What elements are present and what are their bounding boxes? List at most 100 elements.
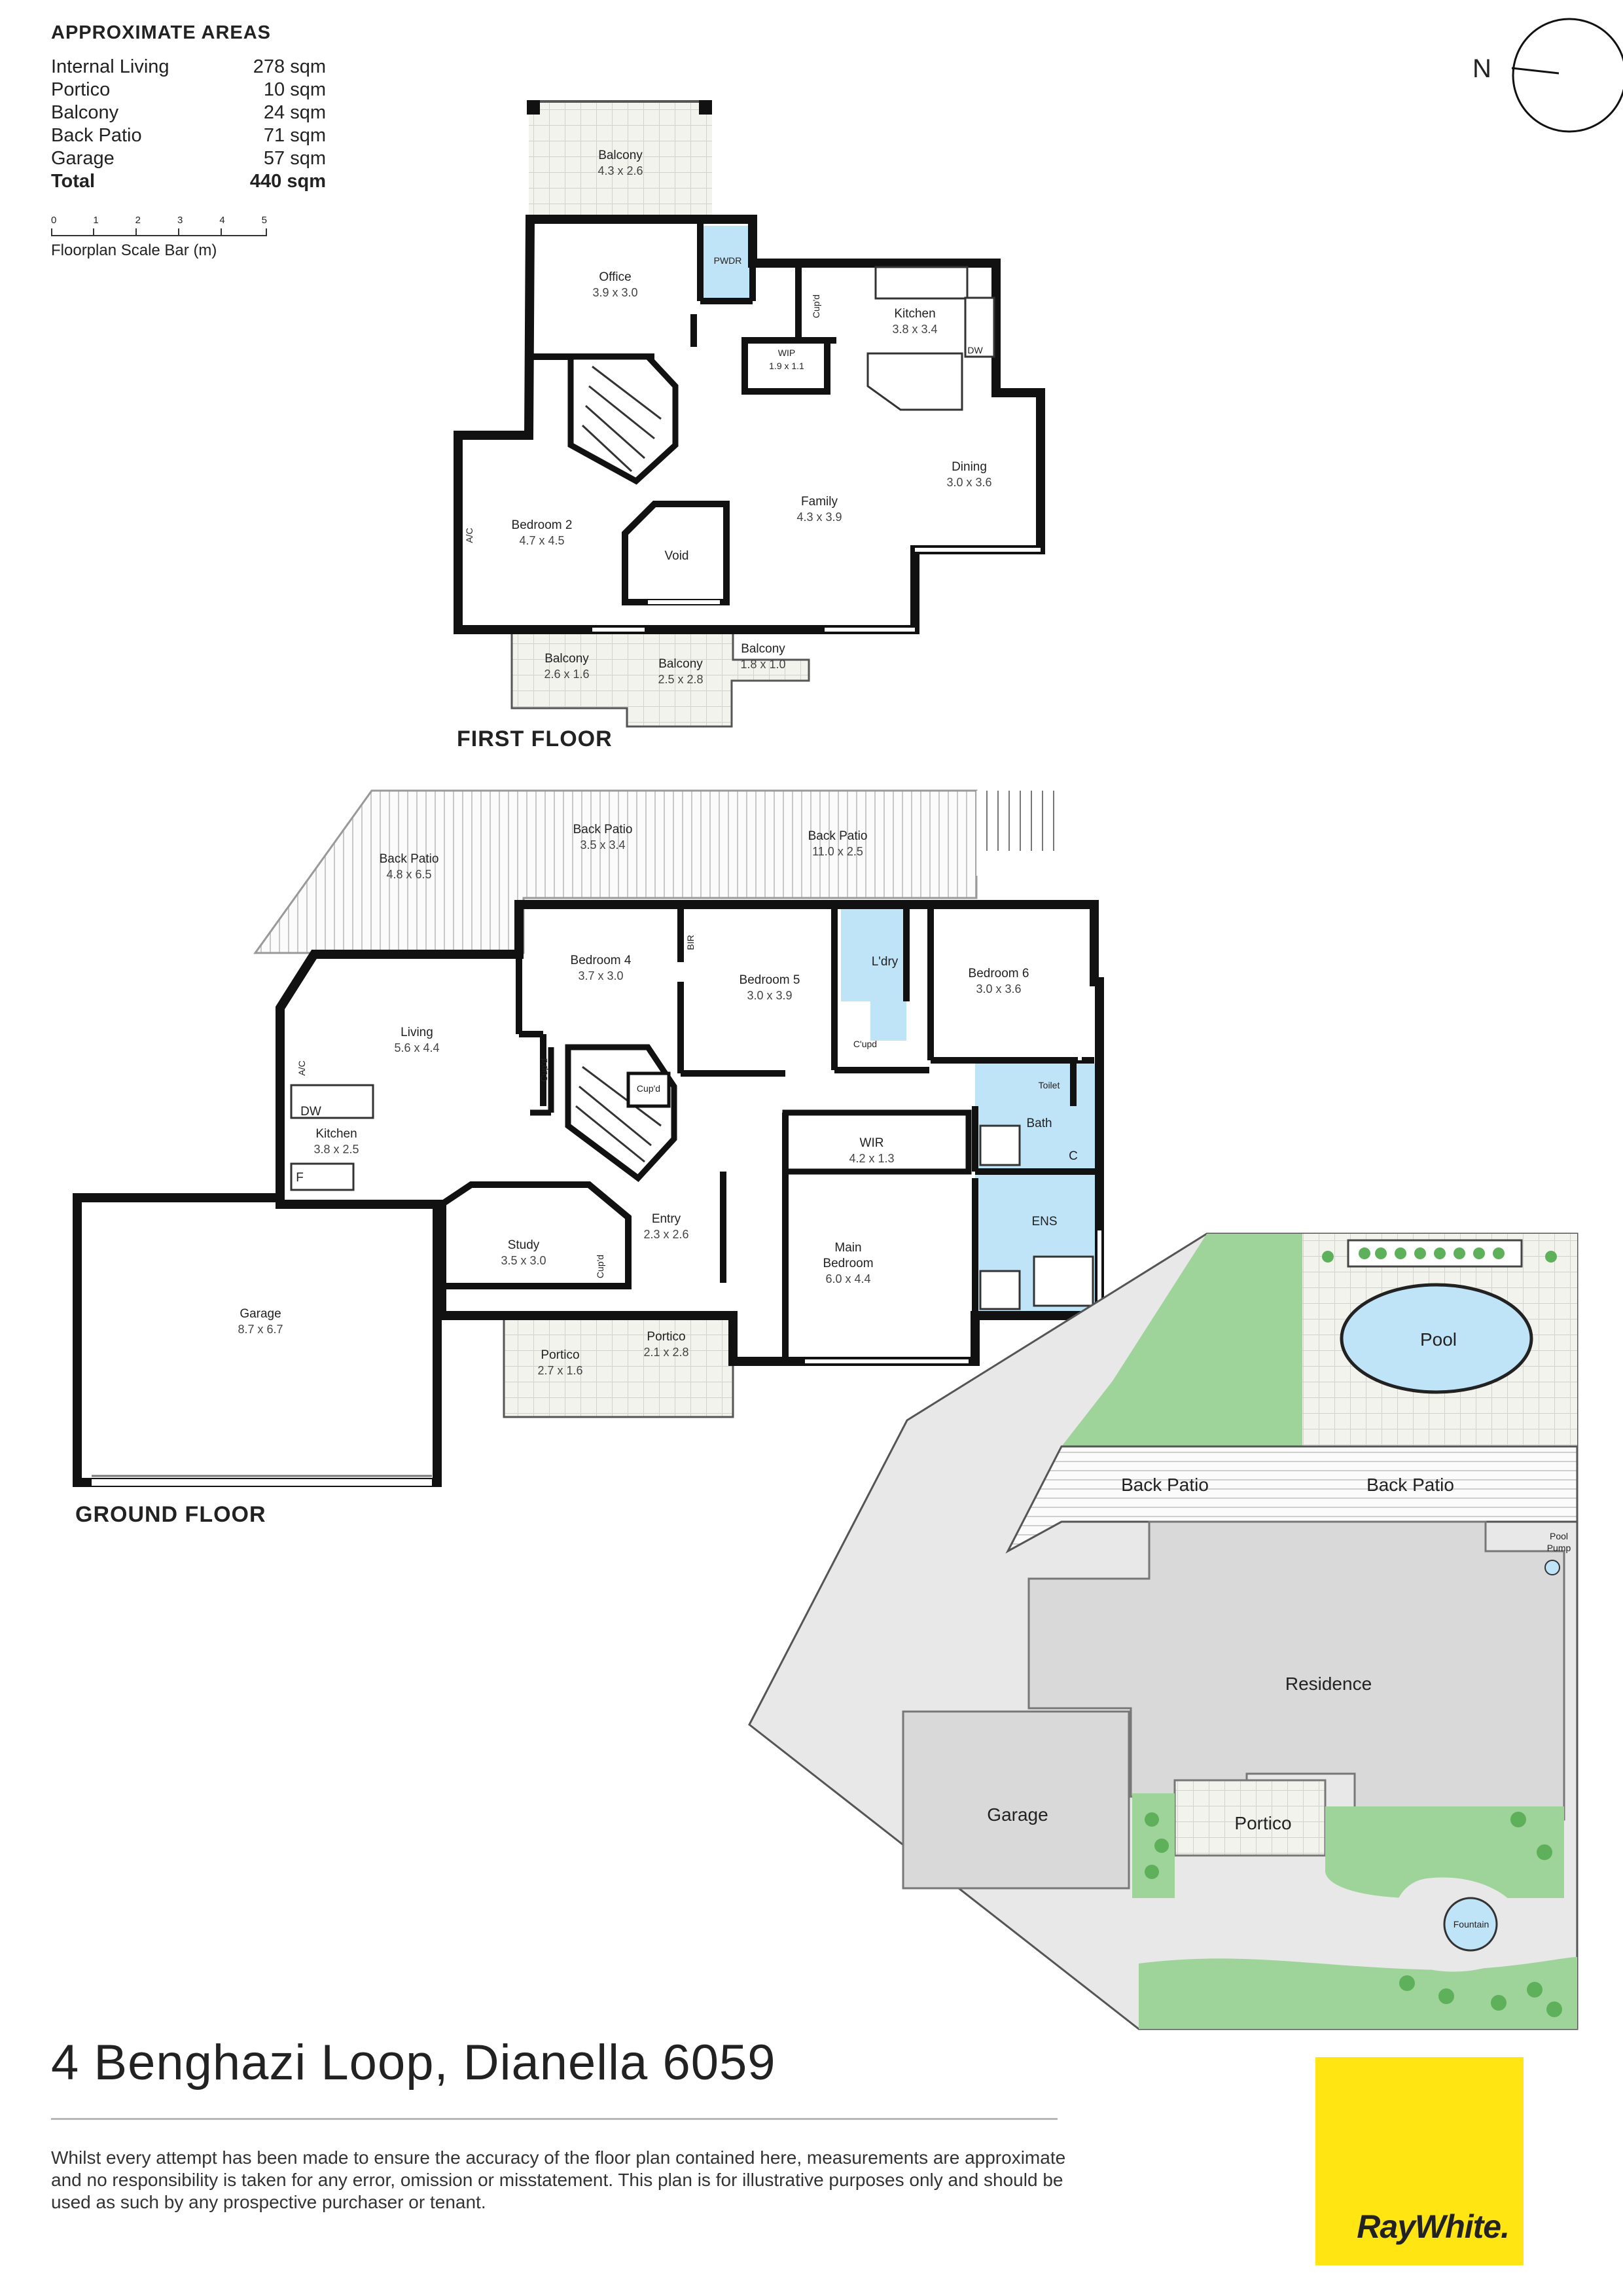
room-label: Study: [508, 1238, 540, 1252]
room-label: DW: [967, 345, 983, 355]
room-label: Void: [665, 549, 689, 563]
room-dims: 3.0 x 3.6: [946, 476, 991, 489]
property-address: 4 Benghazi Loop, Dianella 6059: [51, 2035, 776, 2090]
room-label: Bedroom 4: [571, 954, 632, 967]
room-label: Balcony: [598, 149, 643, 162]
room-label: WIP: [778, 348, 795, 358]
room-label: Bedroom 5: [740, 973, 800, 987]
room-label: Family: [801, 495, 838, 509]
ground-floor-plan: Back Patio 4.8 x 6.5 Back Patio 3.5 x 3.…: [73, 789, 1104, 1527]
room-label: Kitchen: [894, 307, 935, 321]
site-label: Residence: [1285, 1674, 1372, 1694]
room-label: A/C: [296, 1060, 307, 1075]
room-label: Office: [599, 270, 631, 284]
room-dims: 4.2 x 1.3: [849, 1152, 894, 1165]
room-label: BIR: [685, 935, 696, 950]
room-label: C: [1069, 1149, 1078, 1163]
room-label: Cup'd: [811, 295, 821, 318]
room-label: Kitchen: [315, 1127, 357, 1141]
room-label: Back Patio: [808, 829, 868, 843]
room-label: DW: [300, 1105, 321, 1119]
divider: [51, 2118, 1058, 2120]
room-dims: 8.7 x 6.7: [238, 1323, 283, 1336]
room-label: Balcony: [741, 642, 785, 656]
site-label: Garage: [987, 1804, 1048, 1825]
site-label: Pool: [1420, 1329, 1457, 1350]
room-dims: 3.9 x 3.0: [592, 286, 637, 299]
room-label: Cup'd: [637, 1083, 660, 1094]
room-dims: 3.0 x 3.9: [747, 989, 792, 1002]
first-floor-title: FIRST FLOOR: [457, 726, 613, 751]
site-label: Back Patio: [1121, 1475, 1209, 1495]
room-label: Bedroom 6: [969, 967, 1029, 980]
room-label: F: [296, 1171, 304, 1185]
room-dims: 2.3 x 2.6: [643, 1228, 688, 1241]
room-dims: 2.7 x 1.6: [537, 1364, 582, 1377]
room-label: Entry: [652, 1212, 681, 1226]
room-label: Living: [401, 1026, 433, 1039]
ground-floor-title: GROUND FLOOR: [75, 1502, 266, 1527]
room-label: Balcony: [544, 652, 589, 666]
site-label: Back Patio: [1366, 1475, 1454, 1495]
room-dims: 2.5 x 2.8: [658, 673, 703, 686]
disclaimer-text: Whilst every attempt has been made to en…: [51, 2147, 1066, 2212]
site-label: Pool: [1550, 1531, 1568, 1541]
room-label: A/C: [464, 528, 474, 543]
room-label: Cup'd: [539, 1058, 549, 1082]
room-dims: 1.9 x 1.1: [769, 361, 804, 371]
site-label: Pump: [1547, 1543, 1571, 1553]
room-label: Cup'd: [595, 1255, 605, 1278]
room-label: Portico: [647, 1330, 685, 1344]
site-label: Portico: [1234, 1813, 1291, 1833]
room-dims: 2.6 x 1.6: [544, 668, 589, 681]
room-dims: 4.7 x 4.5: [519, 534, 564, 547]
room-dims: 3.7 x 3.0: [578, 969, 623, 982]
room-dims: 11.0 x 2.5: [812, 845, 863, 858]
room-dims: 4.3 x 3.9: [796, 511, 842, 524]
room-dims: 3.8 x 3.4: [892, 323, 937, 336]
room-label: ENS: [1031, 1215, 1057, 1229]
room-dims: 4.3 x 2.6: [597, 164, 643, 177]
compass-label: N: [1472, 54, 1491, 83]
room-dims: 3.5 x 3.4: [580, 838, 625, 852]
room-dims: 3.0 x 3.6: [976, 982, 1021, 996]
scale-bar-caption: Floorplan Scale Bar (m): [51, 242, 217, 259]
room-label: Bedroom 2: [512, 518, 573, 532]
room-label: C'upd: [853, 1039, 877, 1049]
site-label: Fountain: [1454, 1919, 1489, 1929]
room-label: Toilet: [1039, 1080, 1060, 1090]
room-dims: 5.6 x 4.4: [394, 1041, 439, 1054]
raywhite-logo: RayWhite.: [1315, 2057, 1524, 2265]
scale-bar-line: [51, 227, 267, 236]
room-label: Back Patio: [380, 852, 439, 866]
room-label: WIR: [860, 1136, 884, 1150]
site-plan: Pool Back Patio Back Patio Pool Pump Res…: [748, 1232, 1578, 2030]
room-label: Garage: [240, 1307, 281, 1321]
room-label: L'dry: [872, 955, 899, 969]
areas-heading: APPROXIMATE AREAS: [51, 22, 272, 43]
room-label: Dining: [952, 460, 987, 474]
room-dims: 3.8 x 2.5: [313, 1143, 359, 1156]
room-label: Bedroom: [823, 1257, 873, 1270]
room-label: Bath: [1026, 1117, 1052, 1130]
room-label: Portico: [541, 1348, 579, 1362]
room-dims: 1.8 x 1.0: [740, 658, 785, 671]
north-compass-icon: N: [1472, 18, 1623, 133]
room-dims: 6.0 x 4.4: [825, 1272, 870, 1285]
room-label: PWDR: [714, 255, 742, 266]
room-label: Back Patio: [573, 823, 633, 836]
room-dims: 2.1 x 2.8: [643, 1346, 688, 1359]
first-floor-plan: Balcony 4.3 x 2.6 Office 3.9 x 3.0 PWDR …: [454, 100, 1045, 751]
room-label: Balcony: [658, 657, 703, 671]
room-dims: 3.5 x 3.0: [501, 1254, 546, 1267]
room-label: Main: [834, 1241, 861, 1255]
